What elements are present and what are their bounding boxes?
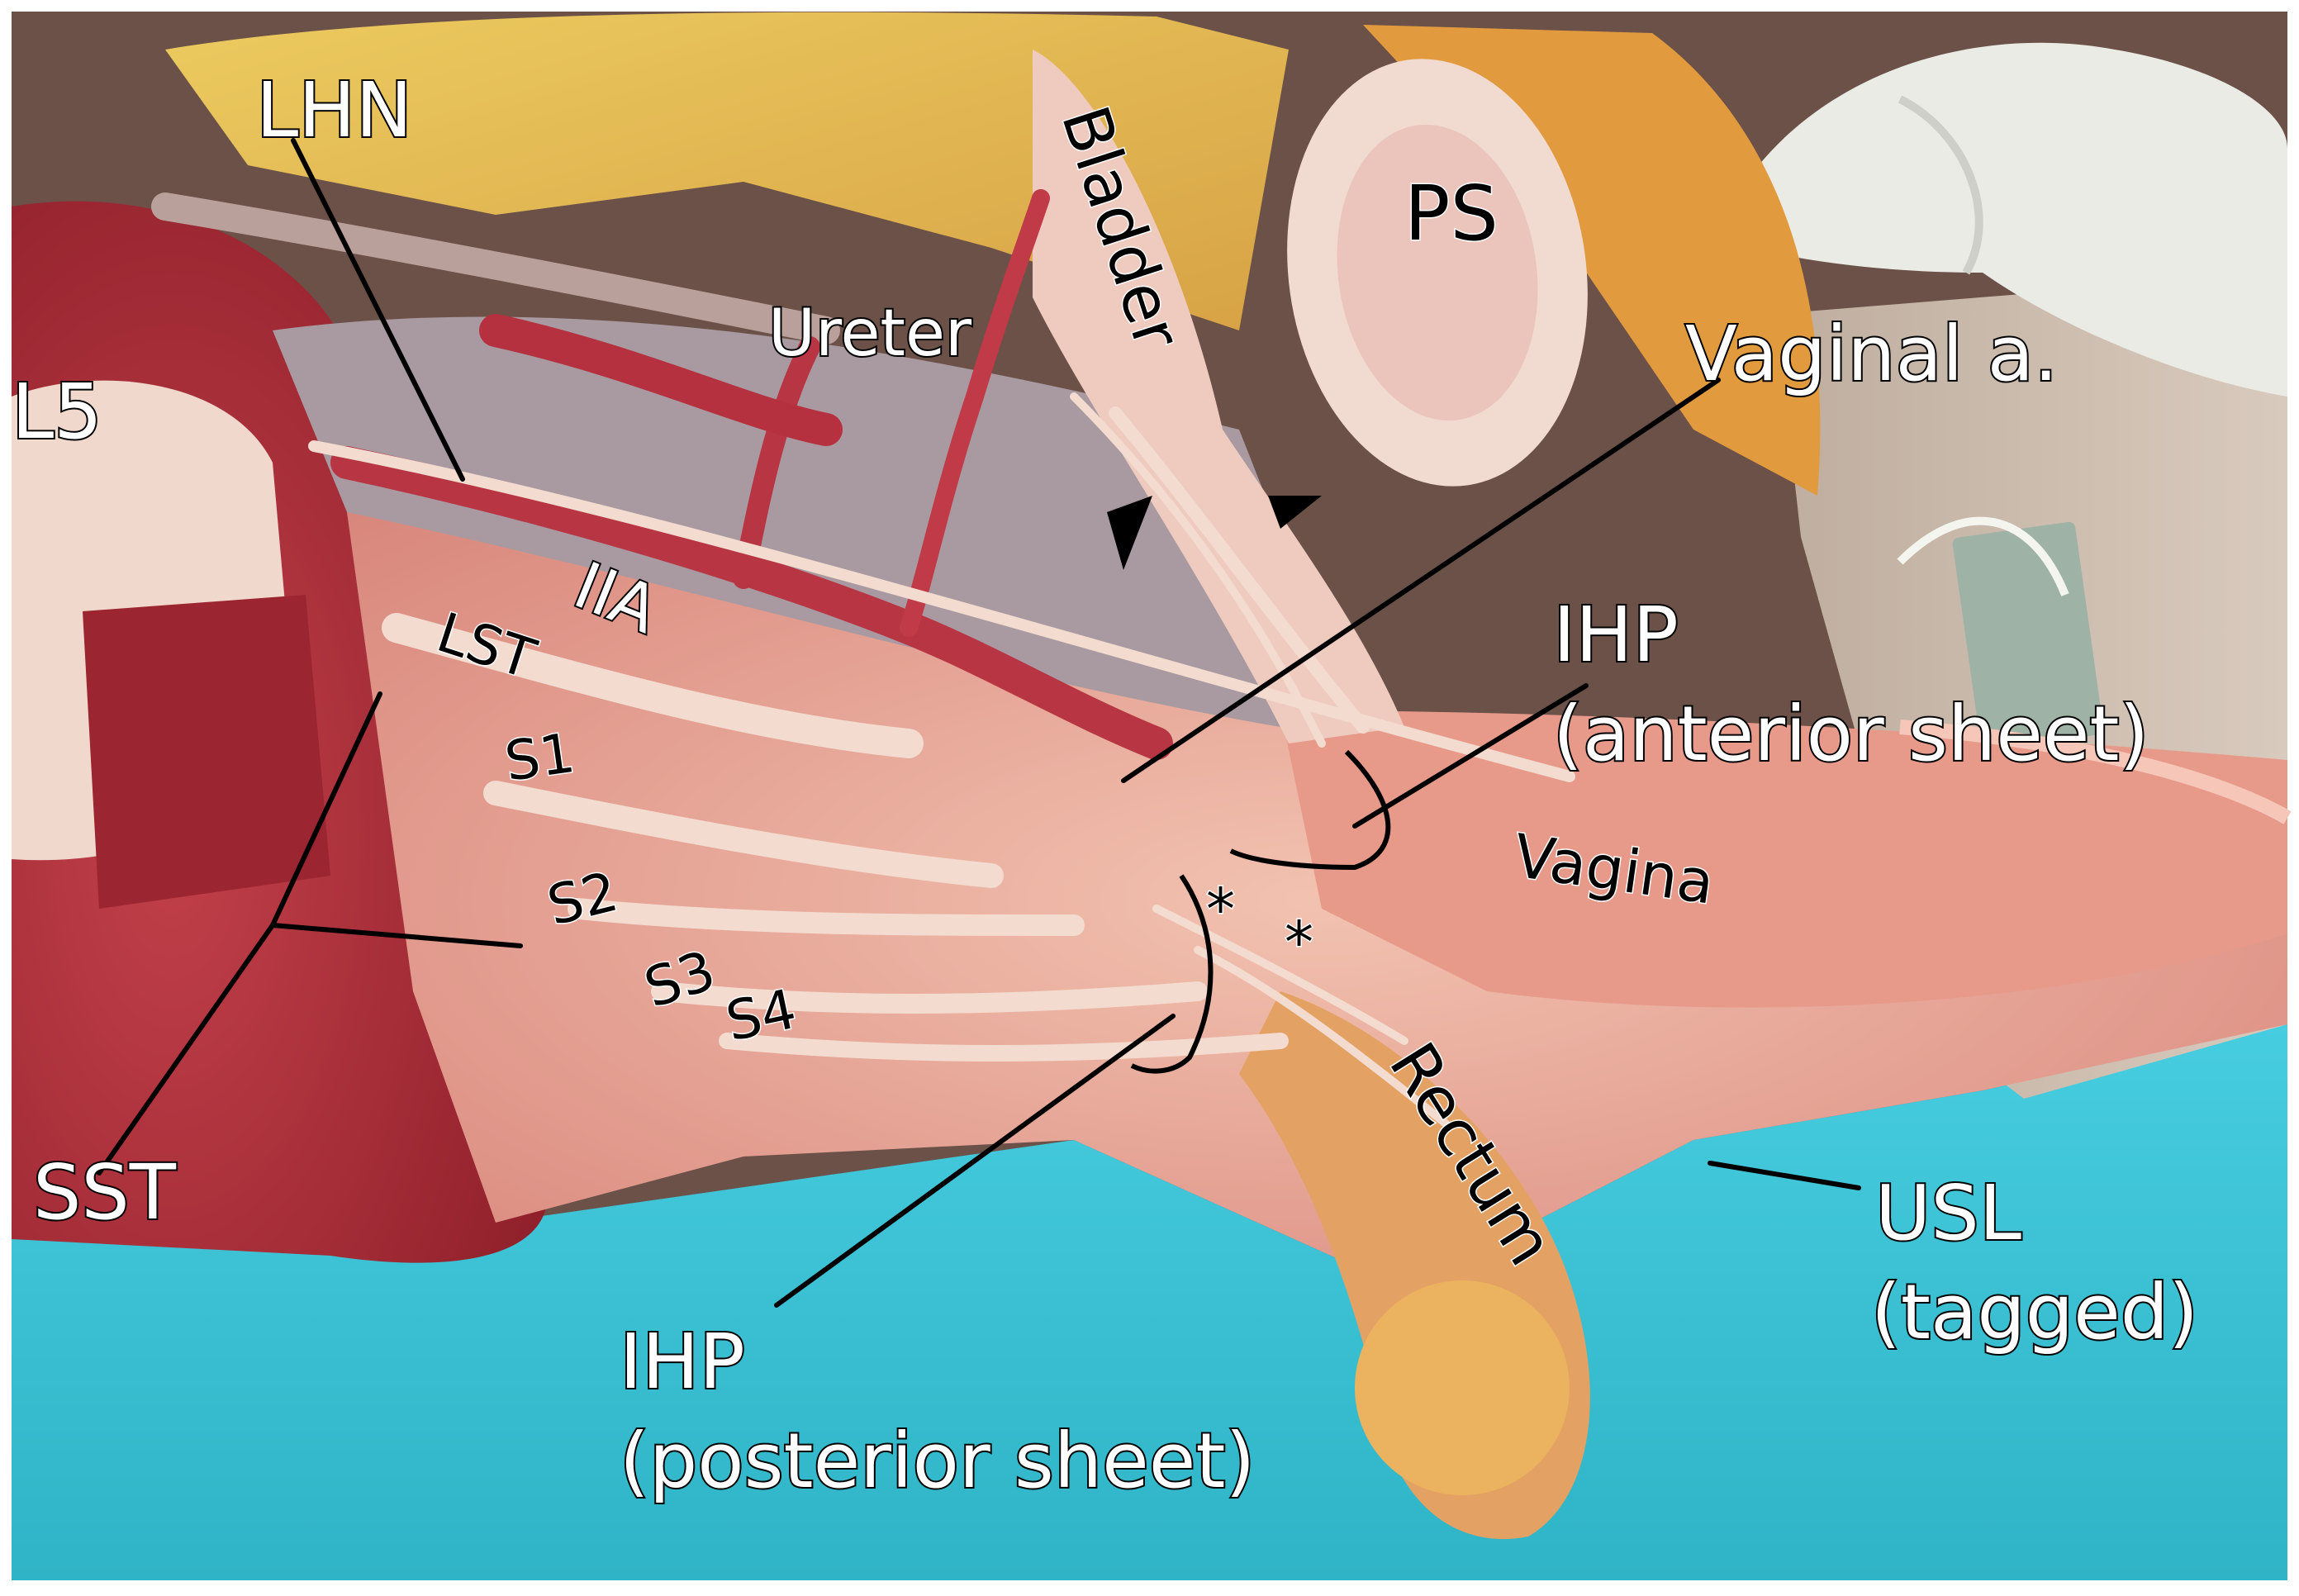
ureter-vessel [151, 192, 840, 344]
label-s4: S4 [720, 977, 801, 1054]
label-ihp-anterior-sub: (anterior sheet) [1553, 690, 2149, 778]
arrow-left [1107, 496, 1152, 570]
bladder-organ [1033, 50, 1404, 743]
iia-vessel [330, 446, 1173, 760]
label-usl-sub: (tagged) [1871, 1268, 2198, 1356]
vessel-branch-1 [900, 189, 1050, 637]
label-ps: PS [1404, 169, 1499, 258]
label-ureter: Ureter [768, 297, 972, 371]
label-asterisk-1: * [1206, 876, 1235, 943]
leader-ihp-anterior [1352, 683, 1589, 829]
bracket-anterior-sheet [1229, 749, 1391, 871]
label-s1: S1 [501, 721, 579, 794]
leader-sst-1 [270, 691, 382, 928]
label-l5: L5 [12, 368, 102, 456]
tag-string [1897, 516, 2069, 596]
label-asterisk-2: * [1285, 909, 1313, 976]
gloved-hand [1735, 42, 2287, 397]
leader-sst-2 [270, 923, 523, 948]
label-ihp-posterior: IHP [620, 1318, 745, 1406]
vertebral-cut-surface [83, 595, 330, 909]
leader-sst-3 [97, 923, 275, 1176]
pubic-symphysis-inner [1337, 124, 1538, 421]
label-usl: USL [1875, 1169, 2021, 1257]
leader-vaginal-a [1121, 378, 1721, 783]
leader-lhn [291, 138, 465, 482]
rectum-end [1355, 1280, 1570, 1495]
vagina-organ [1280, 710, 2287, 1008]
label-vaginal-a: Vaginal a. [1685, 310, 2058, 398]
pelvic-soft-tissue [347, 512, 2287, 1289]
label-ihp-anterior: IHP [1553, 591, 1679, 679]
arrowhead-right [1268, 496, 1322, 529]
label-lst: LST [430, 601, 544, 691]
leader-usl [1708, 1161, 1861, 1190]
fat-upper [165, 12, 1289, 331]
specimen-tag [1952, 521, 2104, 751]
label-lhn: LHN [256, 66, 412, 154]
leader-ihp-posterior [774, 1014, 1176, 1308]
label-ihp-posterior-sub: (posterior sheet) [620, 1417, 1255, 1505]
label-sst: SST [33, 1148, 177, 1237]
vessel-branch-3 [479, 314, 843, 446]
bracket-posterior-sheet [1130, 874, 1214, 1074]
vagina-highlight [1899, 720, 2292, 824]
glove-fold [1898, 95, 1983, 275]
